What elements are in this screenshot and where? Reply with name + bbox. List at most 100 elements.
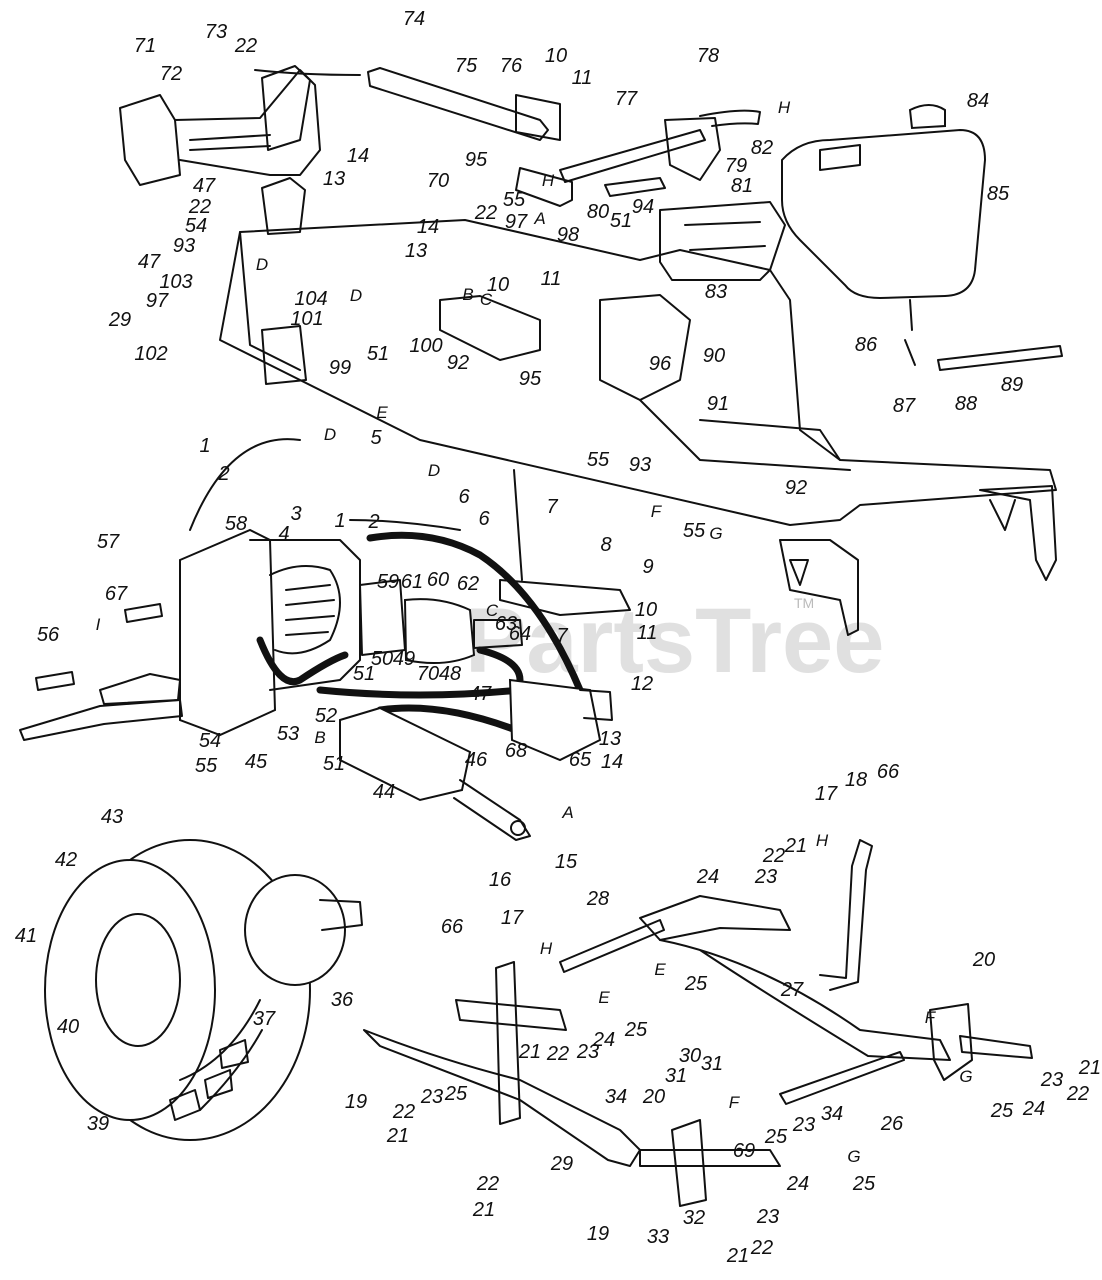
connector-letter-label: F xyxy=(925,1008,937,1027)
part-number-label: 54 xyxy=(199,730,221,752)
connector-letter-label: C xyxy=(480,290,493,309)
part-number-label: 21 xyxy=(726,1245,749,1267)
part-number-label: 95 xyxy=(465,149,488,171)
part-number-label: 97 xyxy=(146,290,169,312)
connector-letter-label: I xyxy=(96,615,101,634)
part-number-label: 4 xyxy=(278,523,289,545)
part-number-label: 7 xyxy=(556,625,568,647)
part-number-label: 25 xyxy=(624,1019,648,1041)
part-number-label: 93 xyxy=(173,235,195,257)
part-number-label: 17 xyxy=(815,783,838,805)
part-number-label: 12 xyxy=(631,673,653,695)
part-number-label: 78 xyxy=(697,45,719,67)
part-number-label: 94 xyxy=(632,196,654,218)
part-number-label: 25 xyxy=(852,1173,876,1195)
connector-letter-label: B xyxy=(314,728,325,747)
connector-letter-label: D xyxy=(324,425,336,444)
part-number-label: 25 xyxy=(764,1126,788,1148)
part-number-label: 14 xyxy=(347,145,369,167)
part-number-label: 30 xyxy=(679,1045,701,1067)
part-number-label: 93 xyxy=(629,454,651,476)
part-number-label: 32 xyxy=(683,1207,705,1229)
part-number-label: 1 xyxy=(334,510,345,532)
part-number-label: 66 xyxy=(877,761,900,783)
connector-letter-label: G xyxy=(959,1067,972,1086)
main-frame xyxy=(219,177,1057,636)
part-number-label: 83 xyxy=(705,281,727,303)
part-number-label: 6 xyxy=(458,486,470,508)
part-number-label: 31 xyxy=(665,1065,687,1087)
part-number-label: 49 xyxy=(393,648,415,670)
part-number-label: 92 xyxy=(447,352,469,374)
part-number-label: 19 xyxy=(587,1223,609,1245)
part-number-label: 74 xyxy=(403,8,425,30)
part-number-label: 90 xyxy=(703,345,725,367)
part-number-label: 72 xyxy=(160,63,182,85)
part-number-label: 36 xyxy=(331,989,354,1011)
part-number-label: 22 xyxy=(546,1043,569,1065)
part-number-label: 55 xyxy=(587,449,610,471)
part-number-label: 87 xyxy=(893,395,916,417)
part-number-label: 80 xyxy=(587,201,609,223)
part-number-label: 71 xyxy=(134,35,156,57)
part-number-label: 2 xyxy=(217,463,229,485)
part-number-label: 85 xyxy=(987,183,1010,205)
part-number-label: 16 xyxy=(489,869,512,891)
connector-letter-label: E xyxy=(598,988,610,1007)
part-number-label: 28 xyxy=(586,888,609,910)
part-number-label: 103 xyxy=(159,271,192,293)
part-number-label: 23 xyxy=(576,1041,599,1063)
part-number-label: 21 xyxy=(472,1199,495,1221)
part-number-label: 62 xyxy=(457,573,479,595)
part-number-label: 97 xyxy=(505,211,528,233)
part-number-label: 22 xyxy=(476,1173,499,1195)
part-number-label: 61 xyxy=(401,571,423,593)
lift-linkage xyxy=(363,839,1033,1207)
part-number-label: 18 xyxy=(845,769,867,791)
part-number-label: 52 xyxy=(315,705,337,727)
part-number-label: 20 xyxy=(972,949,995,971)
part-number-label: 98 xyxy=(557,224,579,246)
connector-letter-label: A xyxy=(533,209,545,228)
part-number-label: 8 xyxy=(600,534,611,556)
connector-letter-label: H xyxy=(542,171,555,190)
part-number-label: 15 xyxy=(555,851,578,873)
part-number-label: 39 xyxy=(87,1113,109,1135)
part-number-label: 13 xyxy=(599,728,621,750)
part-number-label: 45 xyxy=(245,751,268,773)
part-number-label: 7 xyxy=(546,496,558,518)
part-number-label: 19 xyxy=(345,1091,367,1113)
part-number-label: 47 xyxy=(193,175,216,197)
part-number-label: 22 xyxy=(762,845,785,867)
part-number-label: 5 xyxy=(370,427,382,449)
part-number-label: 58 xyxy=(225,513,247,535)
part-number-label: 21 xyxy=(386,1125,409,1147)
part-number-label: 70 xyxy=(427,170,449,192)
part-number-label: 88 xyxy=(955,393,977,415)
part-number-label: 3 xyxy=(290,503,301,525)
part-number-label: 47 xyxy=(138,251,161,273)
part-number-label: 25 xyxy=(990,1100,1014,1122)
control-valve xyxy=(499,469,631,762)
part-number-label: 21 xyxy=(784,835,807,857)
part-number-label: 24 xyxy=(696,866,719,888)
part-number-label: 33 xyxy=(647,1226,669,1248)
part-number-label: 24 xyxy=(592,1029,615,1051)
lift-arm-assembly xyxy=(367,67,761,207)
part-number-label: 10 xyxy=(635,599,657,621)
part-number-label: 73 xyxy=(205,21,227,43)
part-number-label: 46 xyxy=(465,749,488,771)
part-number-label: 21 xyxy=(518,1041,541,1063)
connector-letter-label: E xyxy=(376,403,388,422)
part-number-label: 101 xyxy=(290,308,323,330)
part-number-label: 23 xyxy=(756,1206,779,1228)
part-number-label: 6 xyxy=(478,508,490,530)
part-number-label: 96 xyxy=(649,353,672,375)
part-number-label: 23 xyxy=(754,866,777,888)
part-number-label: 104 xyxy=(294,288,327,310)
part-number-label: 79 xyxy=(725,155,747,177)
connector-letter-label: E xyxy=(654,960,666,979)
part-number-label: 76 xyxy=(500,55,523,77)
part-number-label: 91 xyxy=(707,393,729,415)
